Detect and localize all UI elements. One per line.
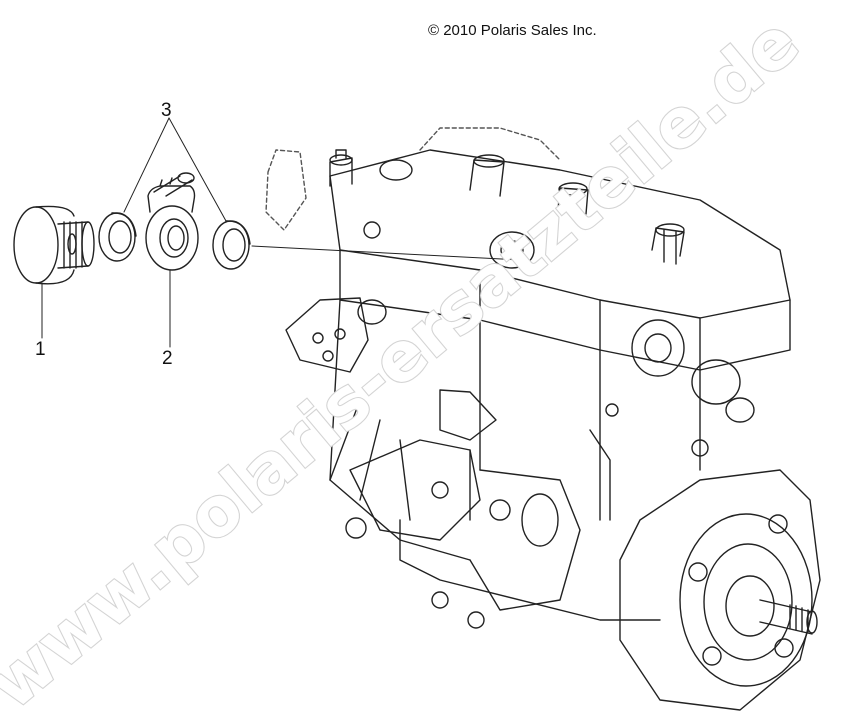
- injection-pump-assembly: [265, 127, 821, 711]
- bolt-bosses: [357, 159, 755, 423]
- sealing-washer-left: [98, 212, 137, 262]
- banjo-fitting-part: [145, 172, 199, 271]
- callout-label-2: 2: [162, 348, 173, 369]
- callout-label-1: 1: [35, 339, 46, 360]
- copyright-notice: © 2010 Polaris Sales Inc.: [428, 22, 597, 39]
- leader-lines: [41, 117, 521, 348]
- sealing-washer-right: [212, 220, 251, 270]
- banjo-bolt-part: [13, 205, 95, 285]
- governor-linkage: [349, 389, 581, 611]
- drive-flange: [619, 469, 821, 711]
- watermark: www.polaris-ersatzteile.de: [0, 1, 815, 722]
- callout-label-3: 3: [161, 100, 172, 121]
- delivery-valve-holders: [329, 149, 685, 265]
- watermark-text: www.polaris-ersatzteile.de: [0, 2, 814, 722]
